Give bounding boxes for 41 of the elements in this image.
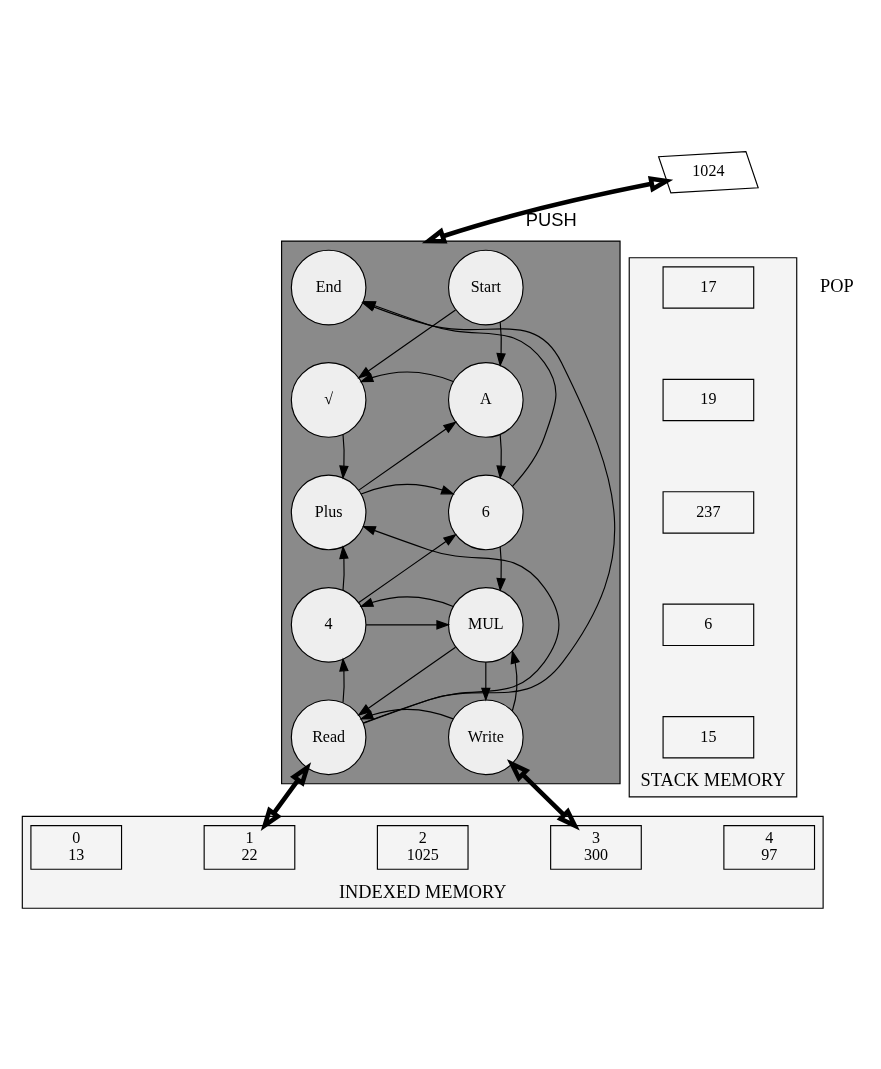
node-circle: A [447, 362, 524, 438]
node-box: 237 [662, 491, 755, 534]
node-circle: Write [447, 699, 524, 776]
node-circle: √ [290, 362, 367, 438]
arrow [496, 433, 506, 480]
node-box: 0 13 [30, 825, 123, 870]
node-circle: Plus [290, 474, 367, 551]
node-box: 6 [662, 603, 755, 647]
arrow [496, 321, 506, 367]
node-box: 3 300 [550, 825, 642, 870]
arrow [496, 546, 506, 592]
label: POP [820, 275, 854, 296]
arrow [359, 596, 454, 608]
arrow [339, 433, 349, 480]
node-circle: 4 [290, 587, 367, 663]
arrow [358, 421, 457, 491]
arrow [362, 525, 560, 724]
node-box: 19 [662, 378, 755, 422]
node-box: 15 [662, 716, 755, 759]
node-box: 4 97 [723, 825, 816, 870]
arrow [359, 371, 454, 383]
arrow [260, 762, 312, 831]
node-box: 1 22 [203, 825, 296, 870]
arrow [421, 175, 674, 244]
arrow [365, 620, 451, 630]
arrow [359, 708, 454, 720]
arrow [510, 649, 520, 712]
edge-label: PUSH [525, 208, 577, 230]
arrow [339, 545, 349, 591]
node-circle: Read [290, 699, 367, 776]
node-box: 17 [662, 266, 755, 309]
arrow [339, 657, 349, 704]
node-circle: Start [447, 249, 524, 326]
arrow [506, 759, 580, 831]
arrow [357, 309, 457, 379]
node-circle: End [290, 249, 367, 326]
arrow [360, 483, 455, 495]
node-circle: 6 [447, 474, 524, 551]
node-box: 2 1025 [376, 825, 469, 870]
arrow [358, 533, 457, 604]
arrow [357, 646, 457, 716]
